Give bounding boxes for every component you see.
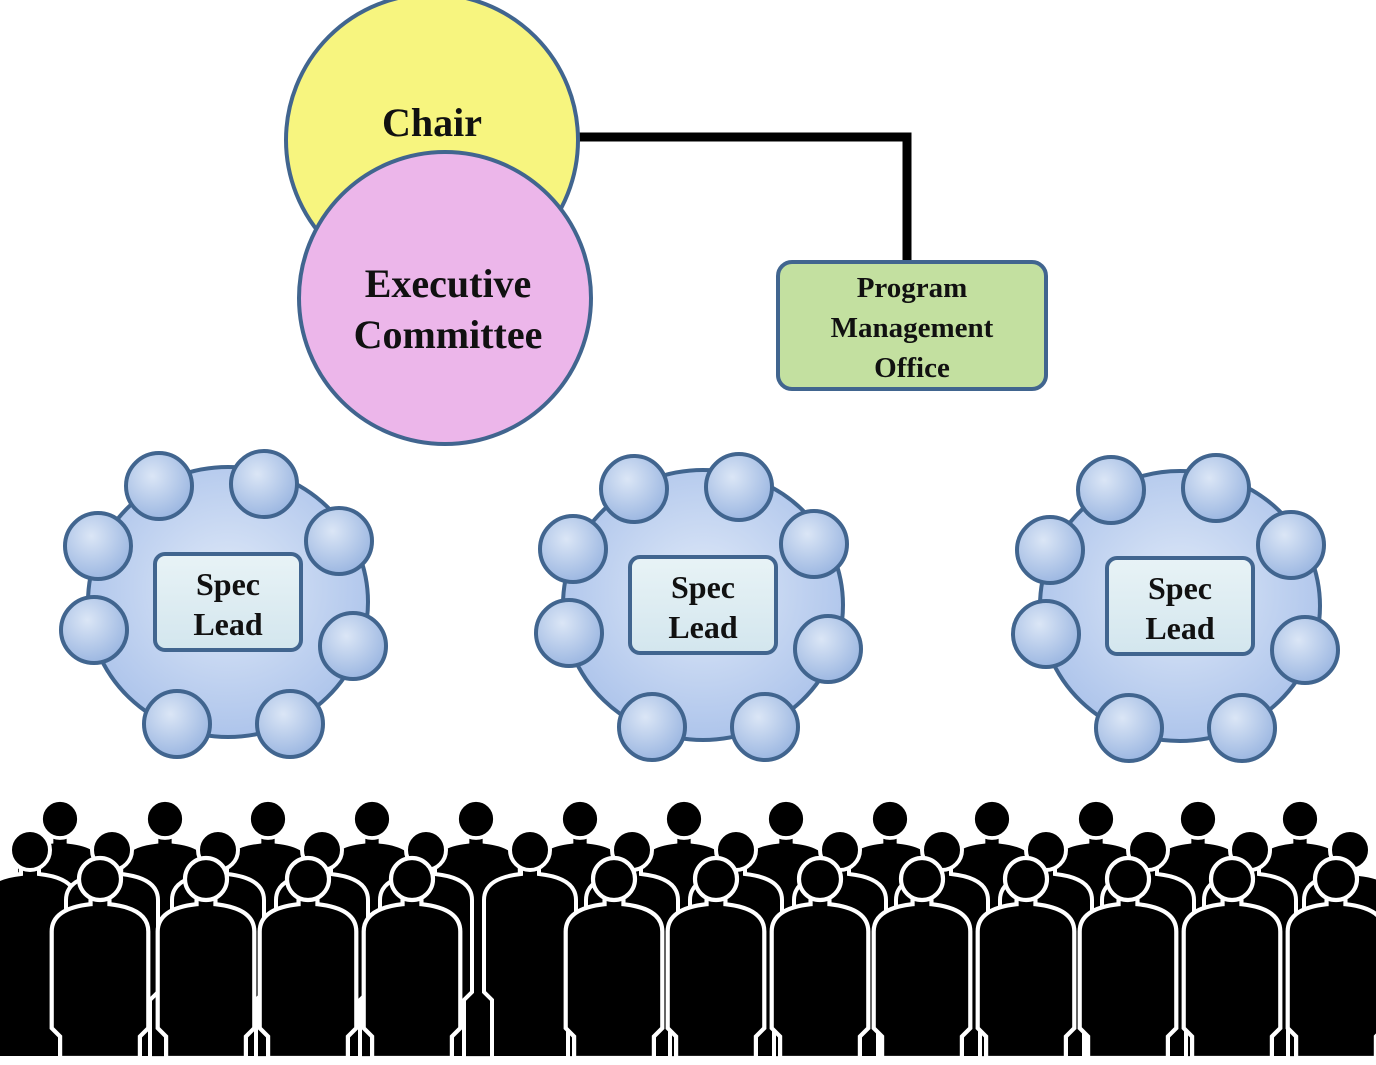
team-member-seat: [538, 514, 608, 584]
team-member-seat: [1015, 515, 1085, 585]
spec-lead-label-line2: Lead: [193, 606, 263, 642]
spec-lead-box: [628, 555, 778, 655]
team-member-seat: [617, 692, 687, 762]
person-silhouette: [665, 855, 767, 1061]
spec-lead-box: [153, 552, 303, 652]
team-member-seat: [704, 452, 774, 522]
team-member-seat: [1011, 599, 1081, 669]
team-member-seat: [229, 449, 299, 519]
pmo-label-line3: Office: [874, 352, 950, 384]
spec-lead-label-line2: Lead: [1145, 610, 1215, 646]
chair-label: Chair: [382, 100, 482, 145]
person-silhouette: [871, 855, 973, 1061]
person-silhouette: [769, 855, 871, 1061]
people-silhouette-icon: [0, 798, 1376, 1061]
person-silhouette: [49, 855, 151, 1061]
team-member-seat: [1207, 693, 1277, 763]
person-silhouette: [482, 828, 578, 1060]
spec-lead-box: [1105, 556, 1255, 656]
team-member-seat: [793, 614, 863, 684]
team-member-seat: [59, 595, 129, 665]
team-member-seat: [63, 511, 133, 581]
spec-lead-label-line2: Lead: [668, 609, 738, 645]
pmo-label-line2: Management: [831, 312, 994, 344]
person-silhouette: [1077, 855, 1179, 1061]
person-silhouette: [975, 855, 1077, 1061]
team-member-seat: [318, 611, 388, 681]
team-member-seat: [1094, 693, 1164, 763]
team-member-seat: [779, 509, 849, 579]
team-member-seat: [1270, 615, 1340, 685]
chair-pmo-connector: [575, 132, 912, 262]
executive-committee-label-line2: Committee: [354, 312, 543, 357]
team-member-seat: [142, 689, 212, 759]
person-silhouette: [1181, 855, 1283, 1061]
pmo-label-line1: Program: [857, 272, 968, 304]
team-member-seat: [730, 692, 800, 762]
team-member-seat: [255, 689, 325, 759]
executive-committee-label-line1: Executive: [365, 261, 532, 306]
team-member-seat: [304, 506, 374, 576]
program-management-office-box: [776, 260, 1048, 391]
team-member-seat: [124, 451, 194, 521]
spec-lead-label-line1: Spec: [1148, 570, 1212, 606]
executive-committee-circle: [297, 150, 593, 446]
person-silhouette: [155, 855, 257, 1061]
spec-lead-label-line1: Spec: [671, 569, 735, 605]
team-member-seat: [1076, 455, 1146, 525]
team-member-seat: [599, 454, 669, 524]
team-member-seat: [534, 598, 604, 668]
spec-lead-label-line1: Spec: [196, 566, 260, 602]
team-member-seat: [1256, 510, 1326, 580]
team-member-seat: [1181, 453, 1251, 523]
person-silhouette: [257, 855, 359, 1061]
person-silhouette: [361, 855, 463, 1061]
person-silhouette: [563, 855, 665, 1061]
